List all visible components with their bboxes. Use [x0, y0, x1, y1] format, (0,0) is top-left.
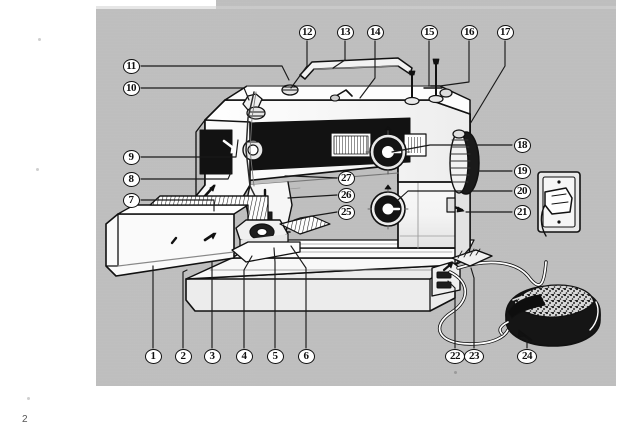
scan-speck: [454, 371, 457, 374]
callout-6[interactable]: 6: [297, 348, 315, 364]
callout-10[interactable]: 10: [122, 80, 140, 96]
callout-9[interactable]: 9: [122, 149, 140, 165]
callout-5[interactable]: 5: [266, 348, 284, 364]
callout-23[interactable]: 23: [464, 348, 484, 364]
callout-15[interactable]: 15: [420, 24, 438, 40]
callout-12[interactable]: 12: [298, 24, 316, 40]
callout-24[interactable]: 24: [517, 348, 537, 364]
callout-13[interactable]: 13: [336, 24, 354, 40]
callout-25[interactable]: 25: [337, 204, 355, 220]
callout-14[interactable]: 14: [366, 24, 384, 40]
scan-edge-artifact: [96, 0, 216, 9]
callout-16[interactable]: 16: [460, 24, 478, 40]
callout-2[interactable]: 2: [174, 348, 192, 364]
callout-22[interactable]: 22: [445, 348, 465, 364]
callout-20[interactable]: 20: [513, 183, 531, 199]
callout-21[interactable]: 21: [513, 204, 531, 220]
scan-speck: [38, 38, 41, 41]
scan-edge-artifact-2: [96, 6, 616, 9]
callout-26[interactable]: 26: [337, 187, 355, 203]
callout-3[interactable]: 3: [203, 348, 221, 364]
page-number: 2: [22, 414, 28, 425]
callout-4[interactable]: 4: [235, 348, 253, 364]
callout-11[interactable]: 11: [122, 58, 140, 74]
scan-speck: [27, 397, 30, 400]
callout-18[interactable]: 18: [513, 137, 531, 153]
scan-speck: [36, 168, 39, 171]
callout-1[interactable]: 1: [144, 348, 162, 364]
callout-8[interactable]: 8: [122, 171, 140, 187]
callout-19[interactable]: 19: [513, 163, 531, 179]
callout-7[interactable]: 7: [122, 192, 140, 208]
callout-27[interactable]: 27: [337, 170, 355, 186]
callout-17[interactable]: 17: [496, 24, 514, 40]
